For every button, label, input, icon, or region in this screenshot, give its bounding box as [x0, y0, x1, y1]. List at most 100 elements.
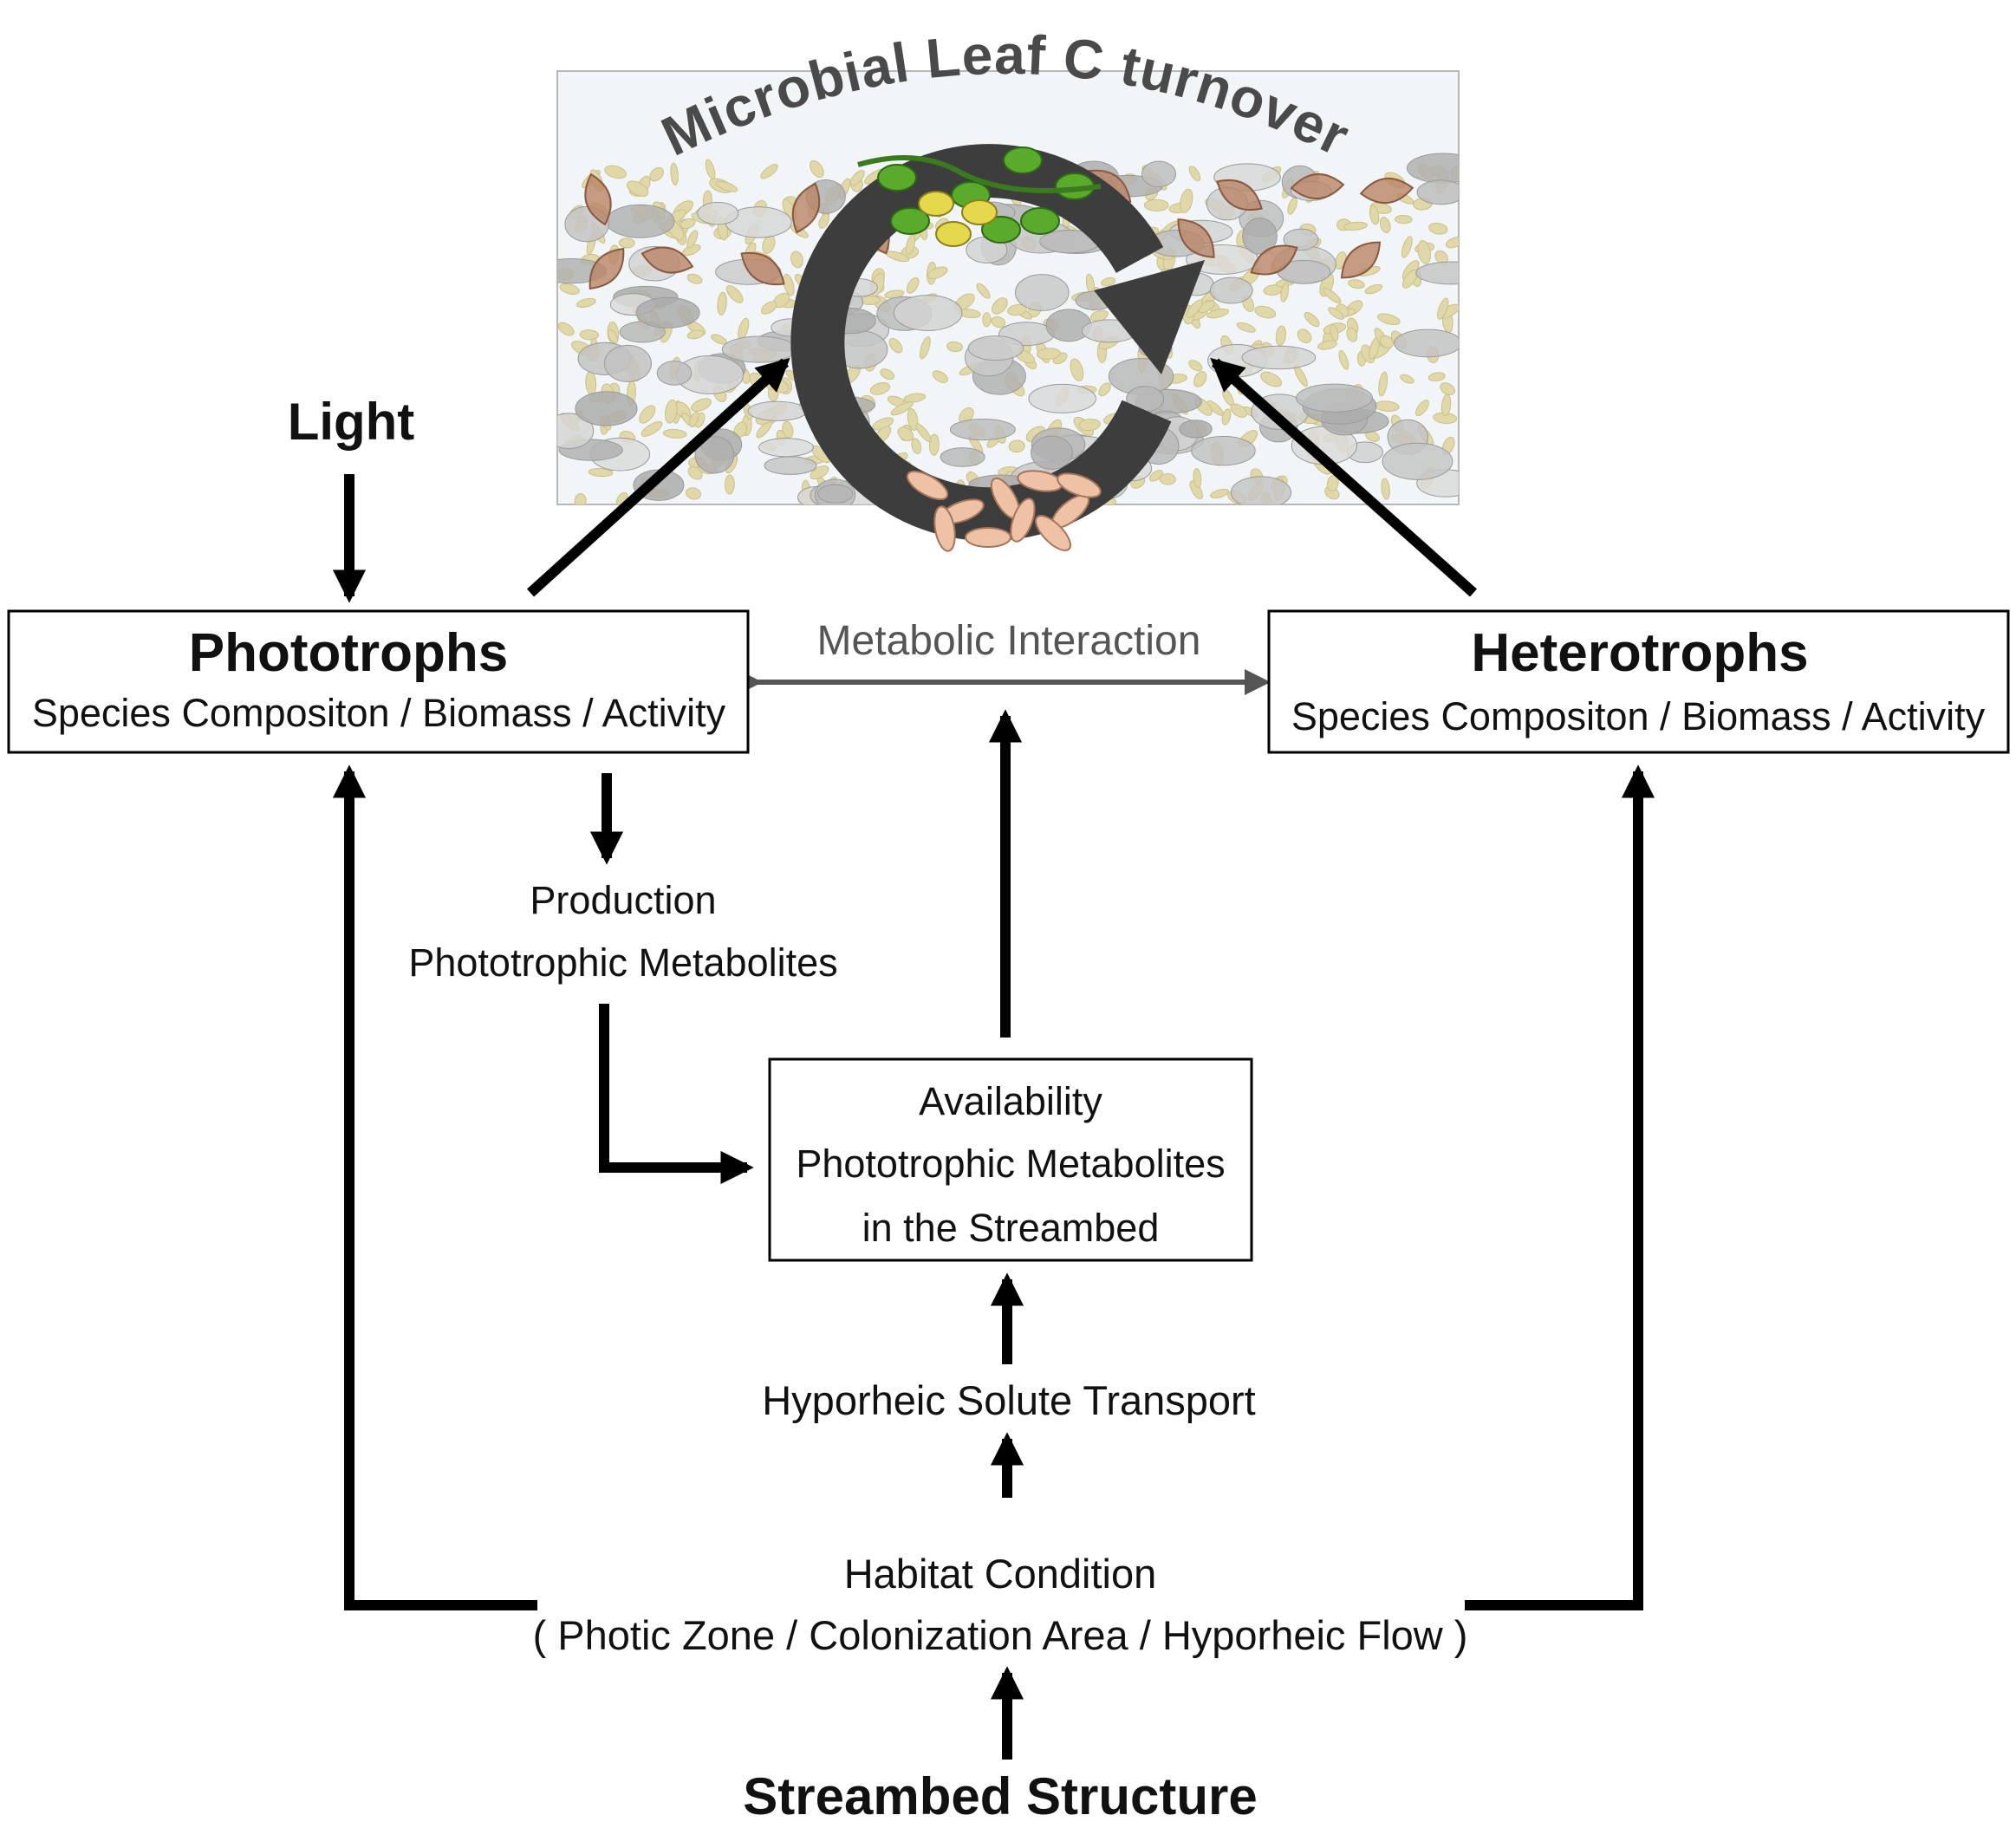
sand-grain [1254, 305, 1277, 319]
sand-grain [664, 399, 678, 424]
sand-grain [604, 165, 627, 179]
pebble [721, 335, 797, 363]
pebble [1415, 261, 1459, 285]
sand-grain [686, 487, 701, 500]
sand-grain [1193, 371, 1207, 387]
production-label-line1: Production [530, 878, 716, 922]
sand-grain [1180, 188, 1193, 213]
sand-grain [906, 276, 920, 294]
sand-grain [1186, 299, 1203, 318]
sand-grain [1395, 214, 1413, 224]
sand-grain [1070, 358, 1084, 382]
green-alga [981, 216, 1021, 244]
pebble [1045, 309, 1092, 342]
sand-grain [1328, 307, 1344, 320]
sand-grain [579, 329, 599, 341]
leaf-litter [589, 247, 625, 290]
sand-grain [1159, 473, 1176, 485]
sand-grain [919, 336, 931, 360]
sand-grain [810, 465, 829, 480]
pebble [1179, 420, 1213, 439]
sand-grain [1007, 303, 1027, 316]
bacterium [933, 505, 956, 552]
sand-grain [1188, 360, 1203, 372]
sand-grain [888, 338, 903, 354]
pebble [697, 201, 739, 225]
green-alga [877, 164, 917, 192]
availability-line1: Availability [919, 1079, 1102, 1123]
arrow-production-to-availability [599, 1004, 754, 1185]
sand-grain [1036, 348, 1062, 360]
phototrophs-box [7, 609, 750, 754]
sand-grain [715, 180, 738, 192]
pebble [967, 335, 1024, 361]
diatom [918, 191, 954, 217]
sand-grain [790, 250, 803, 269]
sand-grain [1280, 283, 1290, 302]
sand-grain [588, 468, 614, 478]
sand-grain [557, 322, 575, 336]
sand-grain [911, 438, 922, 454]
sand-grain [756, 420, 772, 439]
pebble [747, 400, 808, 421]
transport-label: Hyporheic Solute Transport [762, 1377, 1256, 1423]
sand-grain [1322, 287, 1342, 304]
sand-grain [1297, 329, 1312, 343]
sand-grain [1098, 382, 1111, 397]
leaf-litter [740, 251, 785, 286]
sand-grain [574, 493, 587, 504]
sand-grain [639, 405, 656, 424]
arrow-habitat-to-heterotrophs [1465, 764, 1655, 1610]
light-label: Light [288, 393, 415, 451]
pebble [940, 447, 985, 467]
sand-grain [1317, 340, 1337, 350]
sand-grain [711, 334, 727, 345]
sand-grain [1428, 222, 1448, 235]
sand-grain [686, 329, 705, 340]
pebble [1296, 383, 1373, 413]
pebble [606, 204, 675, 238]
pebble [1028, 383, 1096, 413]
pebble [816, 484, 854, 504]
availability-box [768, 1057, 1253, 1262]
sand-grain [932, 370, 948, 383]
sand-grain [946, 341, 964, 353]
sand-grain [1260, 371, 1282, 387]
sand-grain [1338, 349, 1349, 370]
sand-grain [670, 162, 679, 186]
sand-grain [576, 297, 596, 309]
sand-grain [1078, 419, 1101, 432]
pebble [893, 295, 963, 331]
diatom [935, 221, 972, 247]
sand-grain [1440, 394, 1452, 416]
sand-grain [905, 234, 916, 256]
streambed-structure-label: Streambed Structure [743, 1767, 1258, 1825]
sand-grain [1369, 205, 1380, 225]
sand-grain [725, 285, 744, 303]
arrow-phototrophs-to-turnover [526, 357, 790, 597]
sand-grain [991, 316, 1006, 329]
habitat-label-line2: ( Photic Zone / Colonization Area / Hypo… [533, 1612, 1468, 1658]
sand-grain [976, 283, 991, 299]
sand-grain [1275, 325, 1286, 347]
pebble [1382, 442, 1453, 480]
phototrophs-subtitle: Species Compositon / Biomass / Activity [32, 691, 726, 735]
sand-grain [725, 474, 735, 495]
sand-grain [1304, 312, 1320, 328]
sand-grain [928, 433, 940, 456]
sand-grain [607, 329, 618, 344]
sand-grain [1377, 313, 1401, 325]
leaf-litter [1359, 177, 1414, 205]
leaf-litter [1250, 244, 1298, 276]
bacterium [1035, 515, 1071, 551]
turnover-cycle-arrow [790, 144, 1172, 542]
sand-grain [1348, 279, 1365, 289]
sand-grain [1427, 372, 1446, 382]
sand-grain [1440, 382, 1455, 396]
sand-grain [691, 398, 712, 413]
sand-grain [641, 421, 663, 437]
pebble [1230, 476, 1292, 504]
sand-grain [1236, 322, 1256, 333]
green-alga [1020, 207, 1060, 235]
